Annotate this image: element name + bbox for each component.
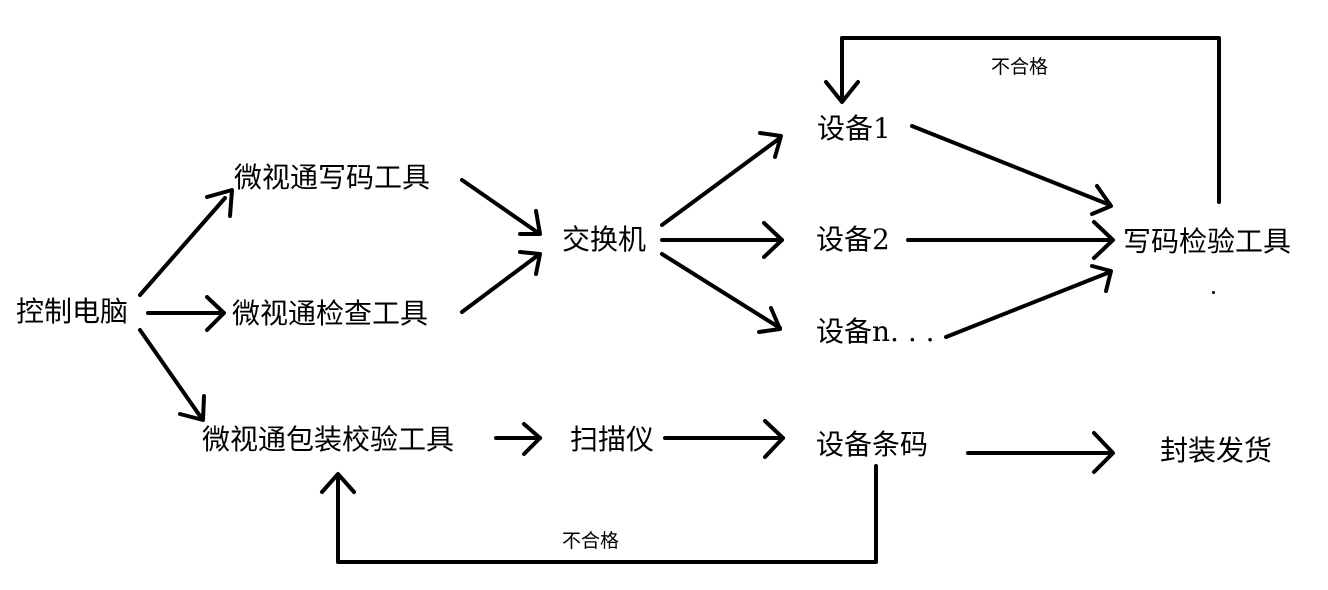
edge-scanner-to-barcode-head — [763, 419, 785, 459]
edge-bottom-fail-loop-head — [320, 472, 356, 494]
node-pack-tool: 微视通包装校验工具 — [202, 423, 455, 456]
edge-pack-tool-to-scanner-head — [522, 422, 542, 456]
edge-top-fail-loop-head — [824, 80, 860, 104]
label-top-fail: 不合格 — [991, 56, 1049, 78]
edge-device-1-to-verify — [910, 124, 1112, 207]
edge-switch-to-device-n — [660, 252, 782, 330]
edge-check-tool-to-switch-head — [518, 250, 542, 276]
node-write-tool: 微视通写码工具 — [234, 161, 431, 194]
edge-barcode-to-ship-head — [1092, 431, 1115, 474]
edge-switch-to-device-1-head — [758, 131, 783, 159]
edge-pc-to-write-tool-head — [205, 188, 234, 218]
node-device-barcode: 设备条码 — [816, 428, 929, 461]
stray-dot — [1212, 291, 1215, 294]
edge-bottom-fail-loop — [336, 464, 878, 564]
edge-top-fail-loop — [840, 36, 1221, 204]
node-device-2: 设备2 — [816, 223, 890, 256]
edge-check-tool-to-switch — [460, 254, 539, 314]
node-device-n: 设备n. . . — [816, 315, 935, 348]
edge-device-1-to-verify-head — [1090, 184, 1113, 216]
node-check-tool: 微视通检查工具 — [232, 297, 429, 330]
edge-switch-to-device-2-head — [762, 221, 784, 259]
edge-switch-to-device-n-head — [757, 306, 782, 334]
edge-device-n-to-verify-head — [1090, 264, 1113, 293]
edge-switch-to-device-1 — [660, 136, 782, 227]
node-device-1: 设备1 — [817, 112, 891, 145]
edge-device-2-to-verify-head — [1092, 220, 1115, 260]
edge-write-tool-to-switch — [460, 178, 539, 234]
label-bottom-fail: 不合格 — [562, 530, 620, 552]
node-scanner: 扫描仪 — [570, 423, 655, 456]
edge-pc-to-pack-tool-head — [178, 394, 206, 422]
edge-device-n-to-verify — [944, 270, 1112, 339]
node-control-pc: 控制电脑 — [16, 295, 129, 328]
edge-write-tool-to-switch-head — [518, 209, 542, 236]
node-ship: 封装发货 — [1160, 434, 1273, 467]
edge-pc-to-pack-tool — [138, 328, 202, 418]
edge-pc-to-write-tool — [138, 196, 227, 297]
node-switch: 交换机 — [562, 223, 647, 256]
node-write-verify-tool: 写码检验工具 — [1123, 225, 1292, 258]
edge-pc-to-check-tool-head — [205, 295, 226, 332]
